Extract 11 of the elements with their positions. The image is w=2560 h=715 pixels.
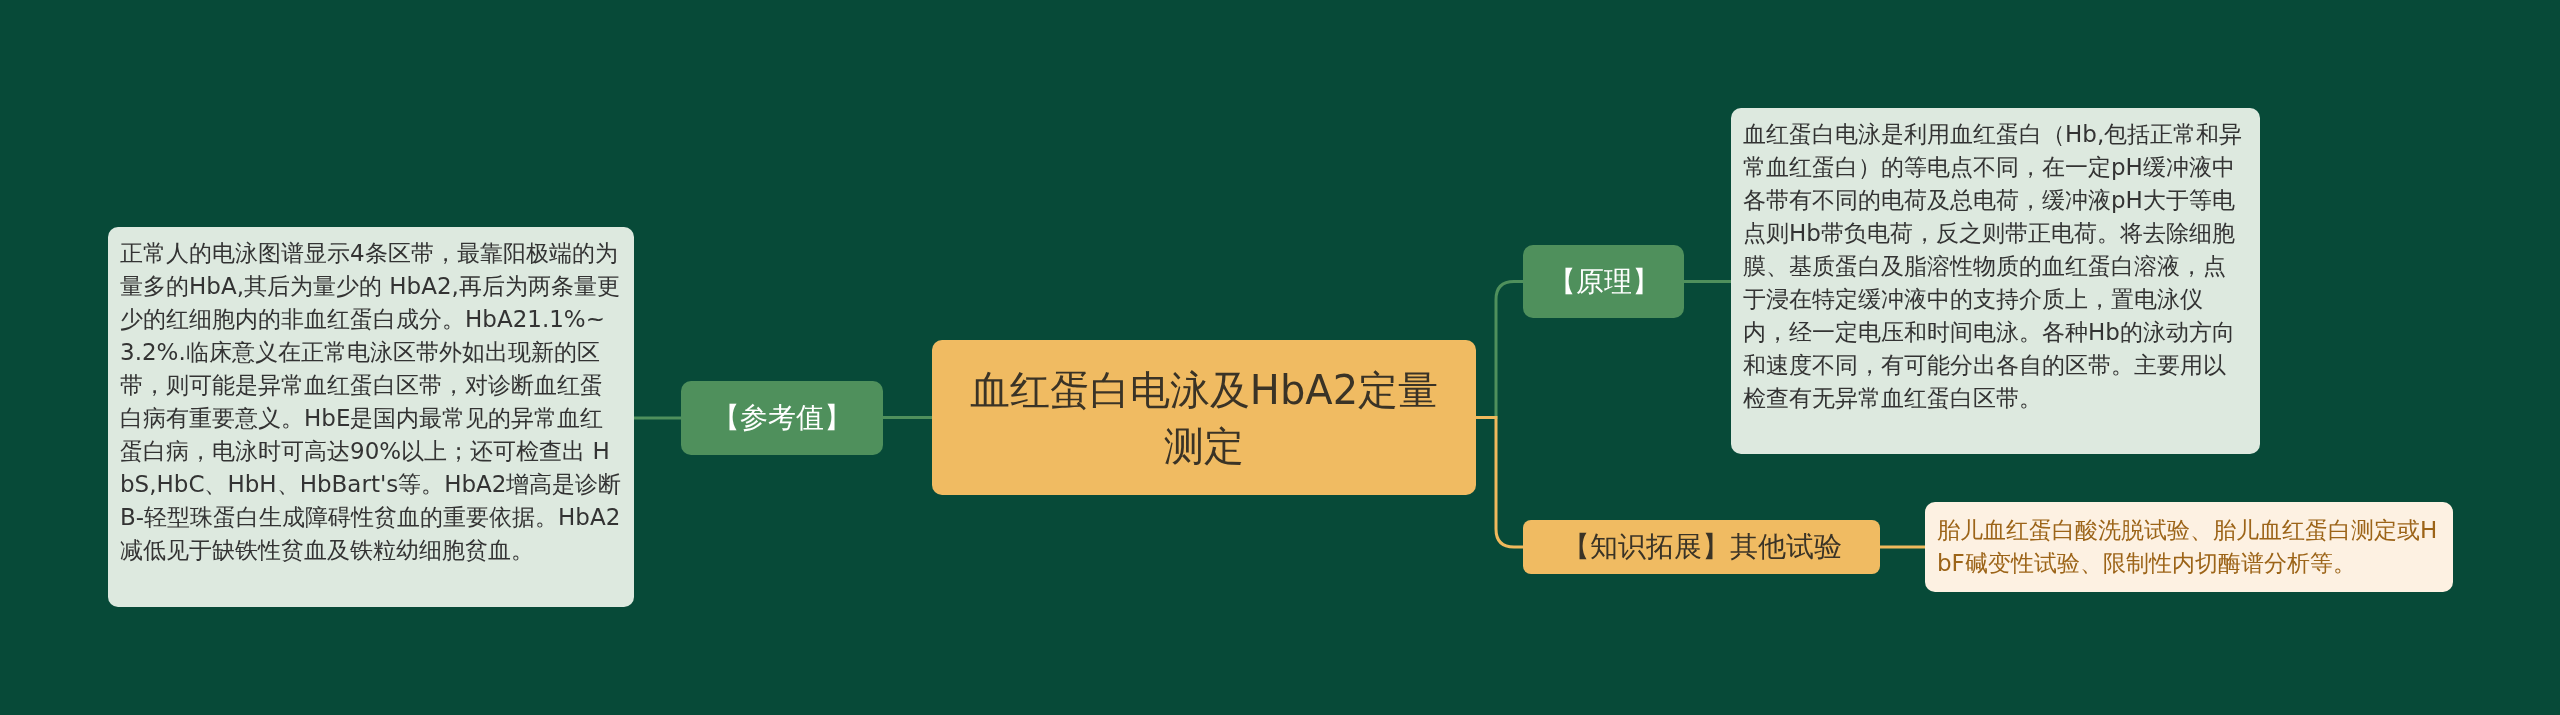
note-box: 胎儿血红蛋白酸洗脱试验、胎儿血红蛋白测定或HbF碱变性试验、限制性内切酶谱分析等。 [1925, 502, 2453, 592]
note-box: 正常人的电泳图谱显示4条区带，最靠阳极端的为量多的HbA,其后为量少的 HbA2,再后为两条量更少的红细胞内的非血红蛋白成分。HbA21.1%~3.2%.临床意义在正常电泳区带外如出现新的区带，则可能是异常血红蛋白区带，对诊断血红蛋白病有重要意义。HbE是国内最常见的异常血红蛋白病，电泳时可高达90%以上；还可检查出 HbS,HbC、HbH、HbBart's等。HbA2增高是诊断B-轻型珠蛋白生成障碍性贫血的重要依据。HbA2减低见于缺铁性贫血及铁粒幼细胞贫血。 [108, 227, 634, 607]
branch-box: 【知识拓展】其他试验 [1523, 520, 1880, 574]
topic-box: 血红蛋白电泳及HbA2定量测定 [932, 340, 1476, 495]
connector-line [1880, 545, 1925, 549]
connector-line [634, 416, 681, 420]
branch-box: 【参考值】 [681, 381, 883, 455]
branch-box: 【原理】 [1523, 245, 1684, 318]
connector-line [883, 416, 932, 419]
connector-line [1684, 280, 1731, 283]
note-box: 血红蛋白电泳是利用血红蛋白（Hb,包括正常和异常血红蛋白）的等电点不同，在一定pH缓冲液中各带有不同的电荷及总电荷，缓冲液pH大于等电点则Hb带负电荷，反之则带正电荷。将去除细胞膜、基质蛋白及脂溶性物质的血红蛋白溶液，点于浸在特定缓冲液中的支持介质上，置电泳仪内，经一定电压和时间电泳。各种Hb的泳动方向和速度不同，有可能分出各自的区带。主要用以检查有无异常血红蛋白区带。 [1731, 108, 2260, 454]
